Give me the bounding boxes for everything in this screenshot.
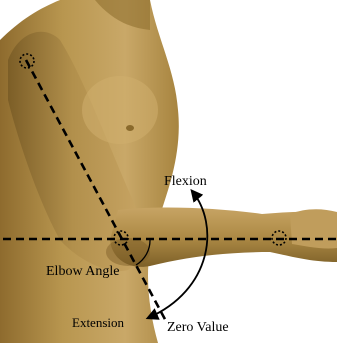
elbow-shadow <box>106 238 150 266</box>
nipple <box>126 125 134 131</box>
chest-highlight <box>82 76 158 144</box>
flexion-label: Flexion <box>164 174 207 189</box>
extension-label: Extension <box>72 315 124 330</box>
zero-value-label: Zero Value <box>167 320 229 335</box>
elbow-angle-label: Elbow Angle <box>46 264 120 279</box>
hand <box>290 209 337 248</box>
